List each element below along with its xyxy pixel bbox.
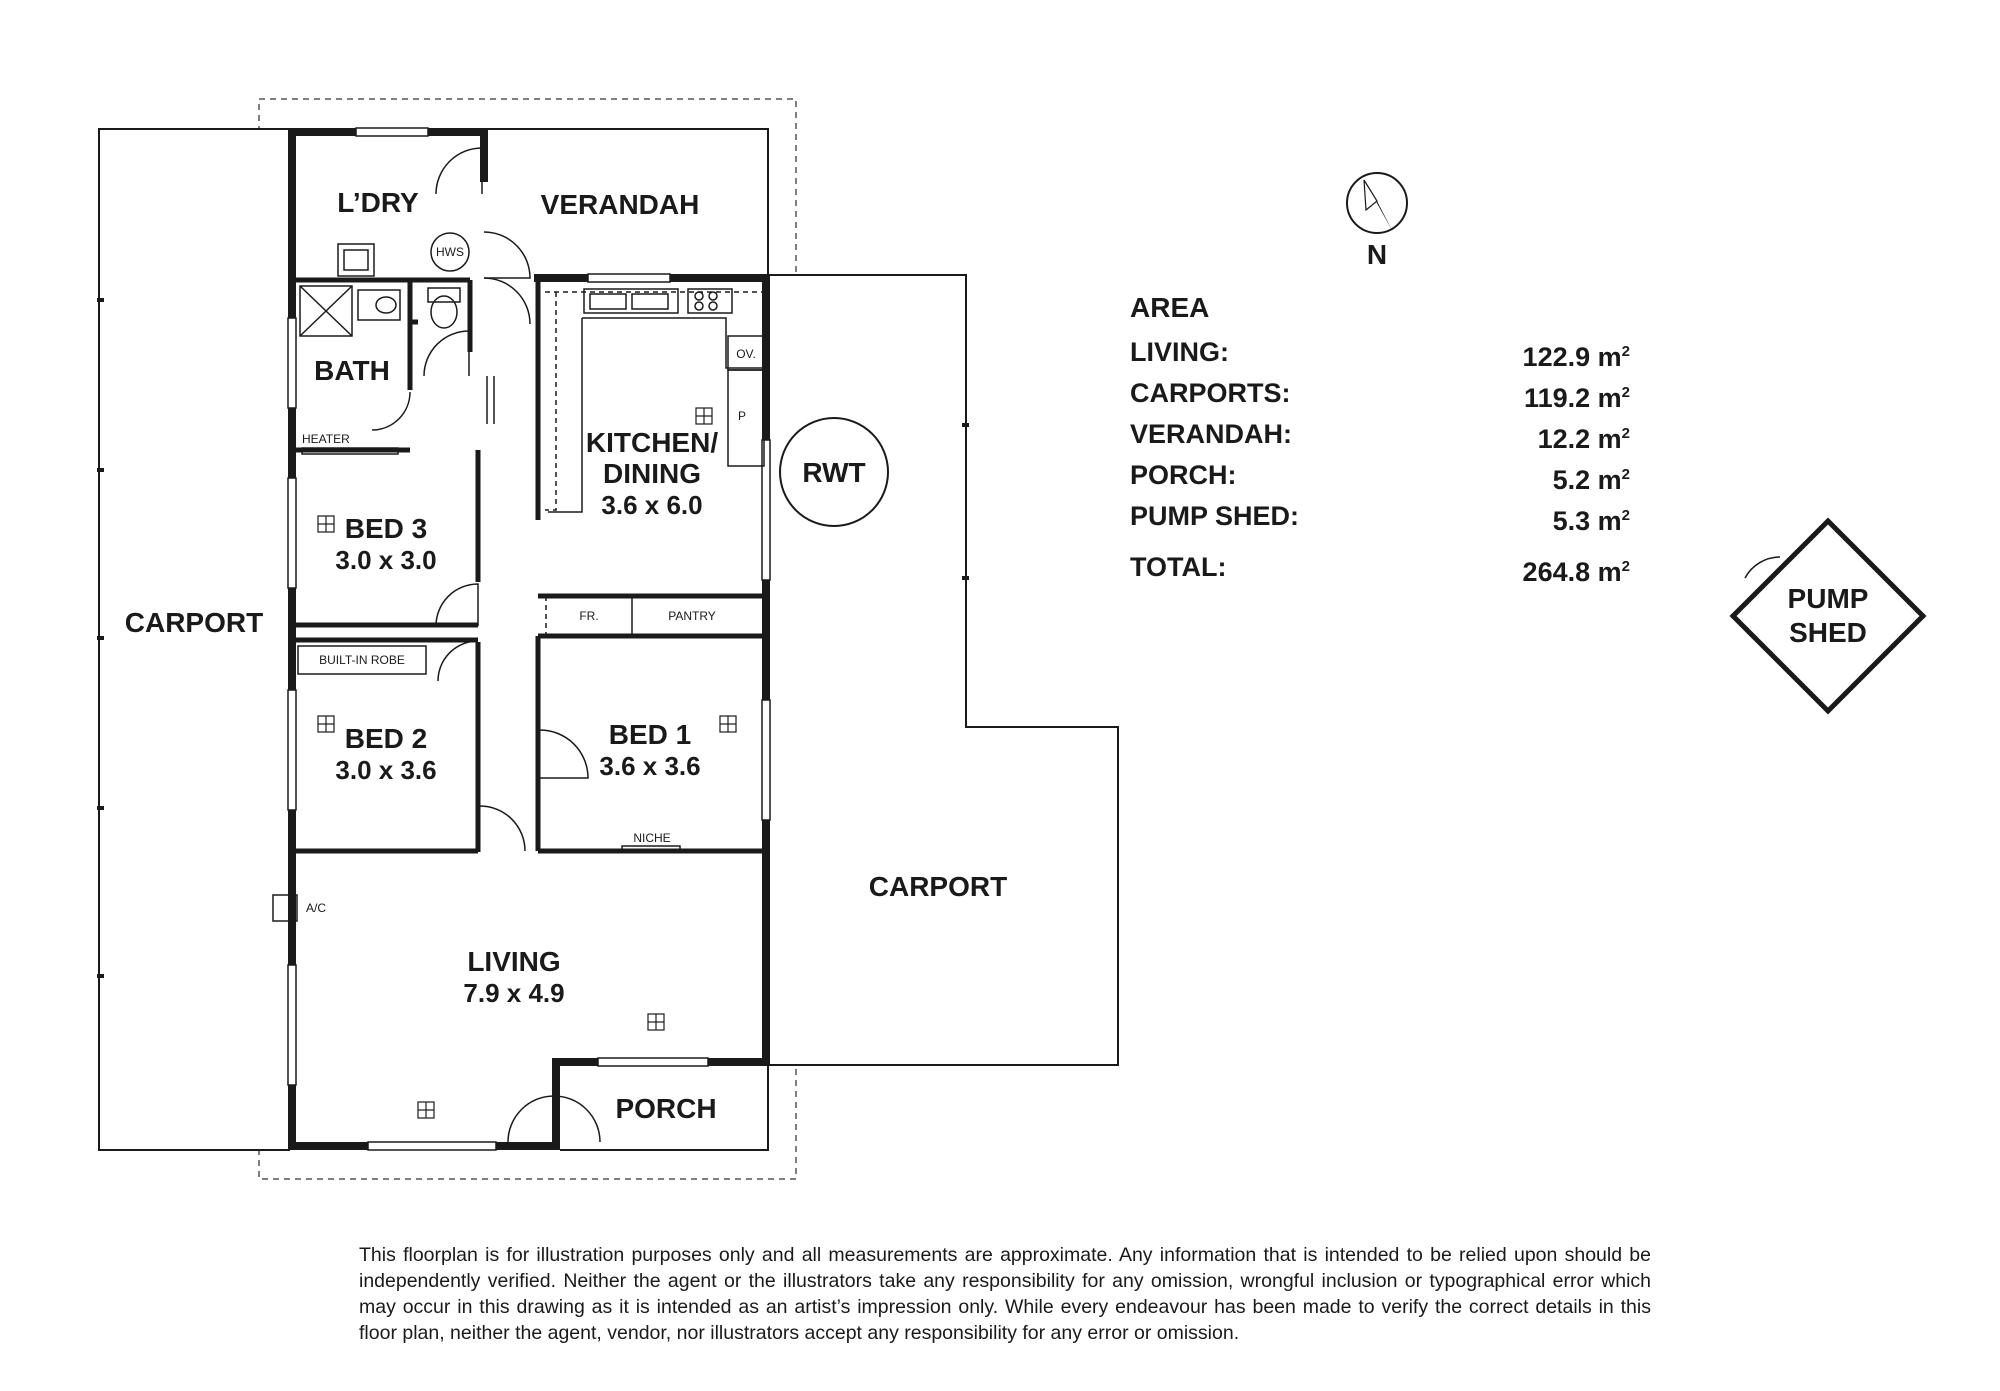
bed1-dims: 3.6 x 3.6 bbox=[599, 751, 700, 781]
ac-label: A/C bbox=[306, 901, 326, 915]
pump-shed bbox=[1729, 517, 1927, 715]
area-title: AREA bbox=[1130, 292, 1210, 323]
roof-outline bbox=[258, 98, 797, 1180]
laundry-tub-icon bbox=[337, 243, 375, 277]
area-row-label: PORCH: bbox=[1130, 460, 1237, 490]
area-row-pump-shed: PUMP SHED: 5.3 m2 bbox=[1130, 498, 1630, 539]
shower-icon bbox=[299, 285, 353, 337]
doors bbox=[371, 147, 601, 1143]
area-row-value: 5.2 m2 bbox=[1552, 465, 1630, 495]
bed3-label: BED 3 bbox=[345, 513, 427, 544]
area-row-label: CARPORTS: bbox=[1130, 378, 1291, 408]
north-arrow-icon bbox=[1346, 172, 1408, 234]
area-row-porch: PORCH: 5.2 m2 bbox=[1130, 457, 1630, 498]
kitchen-label-line1: KITCHEN/ bbox=[586, 427, 718, 458]
interior-walls bbox=[292, 277, 766, 854]
pantry-short-label: P bbox=[738, 409, 746, 423]
bath-label: BATH bbox=[314, 355, 390, 386]
built-in-robe-label: BUILT-IN ROBE bbox=[319, 653, 405, 667]
niche-outline bbox=[621, 845, 681, 853]
windows bbox=[287, 127, 771, 1151]
built-in-robe-outline bbox=[297, 645, 427, 675]
laundry-label: L’DRY bbox=[337, 187, 419, 218]
air-conditioner-icon bbox=[272, 894, 298, 922]
carport-right-label: CARPORT bbox=[869, 871, 1007, 902]
floor-vent-icons bbox=[317, 407, 737, 1119]
area-row-value: 119.2 m2 bbox=[1524, 383, 1630, 413]
area-row-value: 122.9 m2 bbox=[1522, 342, 1630, 372]
area-row-value: 5.3 m2 bbox=[1552, 506, 1630, 536]
area-total-label: TOTAL: bbox=[1130, 552, 1227, 582]
area-row-carports: CARPORTS: 119.2 m2 bbox=[1130, 375, 1630, 416]
carport-left-label: CARPORT bbox=[125, 607, 263, 638]
toilet-icon bbox=[427, 287, 461, 303]
area-summary: AREA LIVING: 122.9 m2 CARPORTS: 119.2 m2… bbox=[1130, 292, 1630, 590]
cooktop-icon bbox=[687, 288, 733, 314]
rainwater-tank-icon bbox=[779, 417, 889, 527]
hws-label: HWS bbox=[436, 245, 464, 259]
kitchen-bench-outline bbox=[582, 317, 766, 369]
pantry-cupboard-outline bbox=[727, 369, 765, 467]
bed2-label: BED 2 bbox=[345, 723, 427, 754]
carport-right-outline bbox=[767, 274, 1119, 1066]
bed1-label: BED 1 bbox=[609, 719, 691, 750]
rwt-label: RWT bbox=[802, 457, 865, 488]
north-label: N bbox=[1367, 239, 1387, 270]
kitchen-label-line2: DINING bbox=[603, 458, 701, 489]
porch-label: PORCH bbox=[615, 1093, 716, 1124]
area-total-value: 264.8 m2 bbox=[1522, 557, 1630, 587]
area-row-total: TOTAL: 264.8 m2 bbox=[1130, 549, 1630, 590]
oven-label: OV. bbox=[736, 347, 756, 361]
hot-water-system-icon bbox=[430, 232, 470, 272]
pantry-label: PANTRY bbox=[668, 609, 716, 623]
area-row-verandah: VERANDAH: 12.2 m2 bbox=[1130, 416, 1630, 457]
living-dims: 7.9 x 4.9 bbox=[463, 978, 564, 1008]
verandah-label: VERANDAH bbox=[541, 189, 700, 220]
pump-shed-label-line1: PUMP bbox=[1788, 583, 1869, 614]
area-row-label: PUMP SHED: bbox=[1130, 501, 1300, 531]
area-row-label: LIVING: bbox=[1130, 337, 1229, 367]
carport-left-outline bbox=[98, 128, 290, 1151]
pump-shed-label-line2: SHED bbox=[1789, 617, 1867, 648]
fridge-label: FR. bbox=[579, 609, 598, 623]
kitchen-sink-icon bbox=[583, 288, 679, 314]
heater-icon bbox=[301, 447, 399, 455]
bed3-dims: 3.0 x 3.0 bbox=[335, 545, 436, 575]
verandah-outline bbox=[484, 128, 769, 275]
niche-label: NICHE bbox=[633, 831, 670, 845]
living-label: LIVING bbox=[467, 946, 560, 977]
heater-label: HEATER bbox=[302, 432, 350, 446]
bed2-dims: 3.0 x 3.6 bbox=[335, 755, 436, 785]
area-row-label: VERANDAH: bbox=[1130, 419, 1292, 449]
porch-outline bbox=[560, 1065, 769, 1151]
area-row-value: 12.2 m2 bbox=[1537, 424, 1630, 454]
fixtures bbox=[272, 232, 889, 922]
area-row-living: LIVING: 122.9 m2 bbox=[1130, 334, 1630, 375]
carport-posts bbox=[97, 298, 104, 978]
disclaimer-text: This floorplan is for illustration purpo… bbox=[359, 1244, 1651, 1344]
basin-icon bbox=[357, 289, 401, 321]
kitchen-dims: 3.6 x 6.0 bbox=[601, 490, 702, 520]
